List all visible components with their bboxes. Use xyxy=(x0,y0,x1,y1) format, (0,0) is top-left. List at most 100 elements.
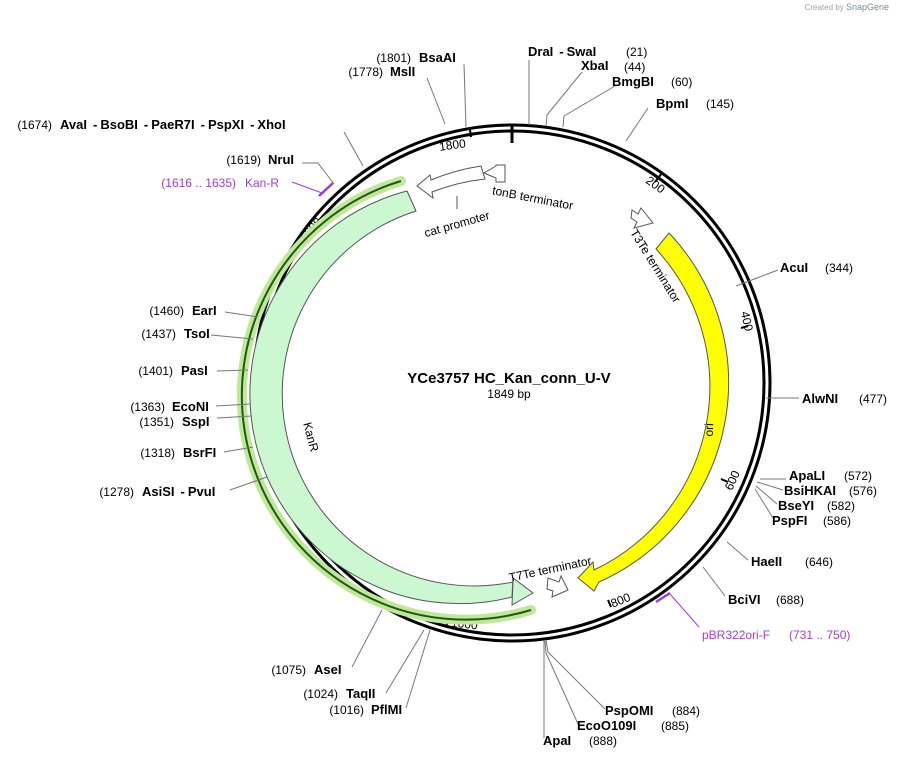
feature-tonb[interactable]: tonB terminator xyxy=(482,164,574,213)
enzyme-pflm[interactable]: (1016) PflMI xyxy=(329,702,402,717)
svg-text:(688): (688) xyxy=(776,593,804,607)
tick-label-1800: 1800 xyxy=(438,136,467,154)
enzyme-ase[interactable]: (1075) AseI xyxy=(271,662,341,677)
svg-text:(884): (884) xyxy=(672,704,700,718)
svg-text:BsrFI: BsrFI xyxy=(183,445,216,460)
svg-text:BciVI: BciVI xyxy=(728,592,761,607)
svg-text:EcoNI: EcoNI xyxy=(172,399,209,414)
svg-text:TaqII: TaqII xyxy=(346,686,375,701)
svg-text:(1674): (1674) xyxy=(17,118,52,132)
kanr-label: KanR xyxy=(300,421,321,454)
enzyme-xho-group[interactable]: (1674) AvaI-BsoBI-PaeR7I-PspXI-XhoI xyxy=(17,117,285,132)
svg-text:(1460): (1460) xyxy=(149,304,184,318)
enzyme-msl[interactable]: (1778) MslI xyxy=(348,64,415,79)
enzyme-bsaa[interactable]: (1801) BsaAI xyxy=(376,50,456,65)
enzyme-bciv[interactable]: BciVI (688) xyxy=(728,592,804,607)
enzyme-nru[interactable]: (1619) NruI xyxy=(226,152,294,167)
svg-text:(44): (44) xyxy=(624,60,645,74)
svg-text:(576): (576) xyxy=(849,484,877,498)
svg-text:AlwNI: AlwNI xyxy=(802,391,838,406)
enzyme-taq2[interactable]: (1024) TaqII xyxy=(303,686,375,701)
enzyme-apal[interactable]: ApaLI (572) xyxy=(789,468,872,483)
enzyme-econ[interactable]: (1363) EcoNI xyxy=(130,399,209,414)
svg-text:BsaAI: BsaAI xyxy=(419,50,456,65)
feature-ori[interactable]: ori xyxy=(577,232,729,592)
enzyme-apa[interactable]: ApaI (888) xyxy=(543,733,617,748)
enzyme-alwn[interactable]: AlwNI (477) xyxy=(802,391,887,406)
svg-text:(1278): (1278) xyxy=(99,485,134,499)
enzyme-bsihka[interactable]: BsiHKAI (576) xyxy=(784,483,877,498)
svg-text:(646): (646) xyxy=(805,555,833,569)
svg-text:(477): (477) xyxy=(859,392,887,406)
tick-1800: 1800 xyxy=(438,129,472,154)
svg-text:(586): (586) xyxy=(823,514,851,528)
enzyme-bmgb[interactable]: BmgBI (60) xyxy=(612,74,692,89)
svg-text:(21): (21) xyxy=(626,45,647,59)
enzyme-hae2[interactable]: HaeII (646) xyxy=(751,554,833,569)
enzyme-dra-swa[interactable]: DraI-SwaI (21) xyxy=(528,44,647,59)
primer-pbr322ori-f[interactable]: pBR322ori-F (731 .. 750) xyxy=(655,591,850,642)
svg-text:(1016): (1016) xyxy=(329,703,364,717)
enzyme-xba[interactable]: XbaI (44) xyxy=(581,58,645,74)
primer-pbr322ori-f-name: pBR322ori-F xyxy=(702,628,770,642)
svg-text:(344): (344) xyxy=(825,261,853,275)
t3te-arrow xyxy=(630,207,654,229)
primer-pbr322ori-f-range: (731 .. 750) xyxy=(789,628,850,642)
enzyme-ear[interactable]: (1460) EarI xyxy=(149,303,216,318)
enzyme-bsrf[interactable]: (1318) BsrFI xyxy=(140,445,216,460)
tonb-arrow xyxy=(482,164,506,183)
enzyme-pspf[interactable]: PspFI (586) xyxy=(772,513,851,528)
primer-kan-r[interactable]: (1616 .. 1635) Kan-R xyxy=(161,176,334,197)
feature-cat-promoter[interactable]: cat promoter xyxy=(416,165,492,240)
tick-400: 400 xyxy=(738,310,756,333)
svg-text:BpmI: BpmI xyxy=(656,96,689,111)
tonb-label: tonB terminator xyxy=(491,183,574,212)
kanr-arrow xyxy=(249,190,534,606)
svg-text:(1351): (1351) xyxy=(139,415,174,429)
svg-text:(145): (145) xyxy=(706,97,734,111)
svg-text:BseYI: BseYI xyxy=(778,498,814,513)
enzyme-ssp[interactable]: (1351) SspI xyxy=(139,414,209,429)
credit-prefix: Created by xyxy=(804,3,844,12)
ori-label: ori xyxy=(702,423,716,437)
svg-text:AseI: AseI xyxy=(314,662,341,677)
snapgene-credit: Created by SnapGene xyxy=(805,2,889,12)
svg-text:AvaI-BsoBI-PaeR7I-PspXI-XhoI: AvaI-BsoBI-PaeR7I-PspXI-XhoI xyxy=(60,117,286,132)
svg-text:(582): (582) xyxy=(827,499,855,513)
plasmid-name: YCe3757 HC_Kan_conn_U-V xyxy=(407,370,610,387)
enzyme-leaders xyxy=(210,60,799,738)
svg-text:EcoO109I: EcoO109I xyxy=(577,718,636,733)
ori-arrow xyxy=(577,232,729,592)
svg-text:ApaLI: ApaLI xyxy=(789,468,825,483)
cat-promoter-arrow xyxy=(416,165,486,200)
svg-text:TsoI: TsoI xyxy=(184,326,210,341)
svg-text:XbaI: XbaI xyxy=(581,58,608,73)
svg-text:(1801): (1801) xyxy=(376,51,411,65)
svg-text:(1619): (1619) xyxy=(226,153,261,167)
svg-text:SspI: SspI xyxy=(182,414,209,429)
svg-text:PspOMI: PspOMI xyxy=(605,703,653,718)
svg-text:PflMI: PflMI xyxy=(371,702,402,717)
cat-promoter-label: cat promoter xyxy=(423,208,492,240)
enzyme-bsey[interactable]: BseYI (582) xyxy=(778,498,855,513)
svg-text:(1075): (1075) xyxy=(271,663,306,677)
svg-text:(572): (572) xyxy=(844,469,872,483)
tick-label-400: 400 xyxy=(738,310,756,333)
primer-kan-r-range: (1616 .. 1635) xyxy=(161,176,236,190)
primer-kan-r-mark xyxy=(318,182,334,197)
enzyme-bpm[interactable]: BpmI (145) xyxy=(656,96,734,111)
feature-kanr[interactable]: KanR xyxy=(236,176,536,625)
kanr-orf-line xyxy=(240,180,532,621)
svg-text:(1024): (1024) xyxy=(303,687,338,701)
svg-text:BmgBI: BmgBI xyxy=(612,74,654,89)
plasmid-length: 1849 bp xyxy=(487,387,531,401)
enzyme-asis-pvu[interactable]: (1278) AsiSI-PvuI xyxy=(99,484,215,499)
svg-text:AcuI: AcuI xyxy=(780,260,808,275)
svg-text:EarI: EarI xyxy=(192,303,217,318)
enzyme-eco109[interactable]: EcoO109I (885) xyxy=(577,718,689,733)
enzyme-acu[interactable]: AcuI (344) xyxy=(780,260,853,275)
enzyme-pas[interactable]: (1401) PasI xyxy=(138,363,207,378)
enzyme-tso[interactable]: (1437) TsoI xyxy=(141,326,209,341)
primer-pbr322ori-f-leader xyxy=(669,593,700,628)
enzyme-pspom[interactable]: PspOMI (884) xyxy=(605,703,700,718)
